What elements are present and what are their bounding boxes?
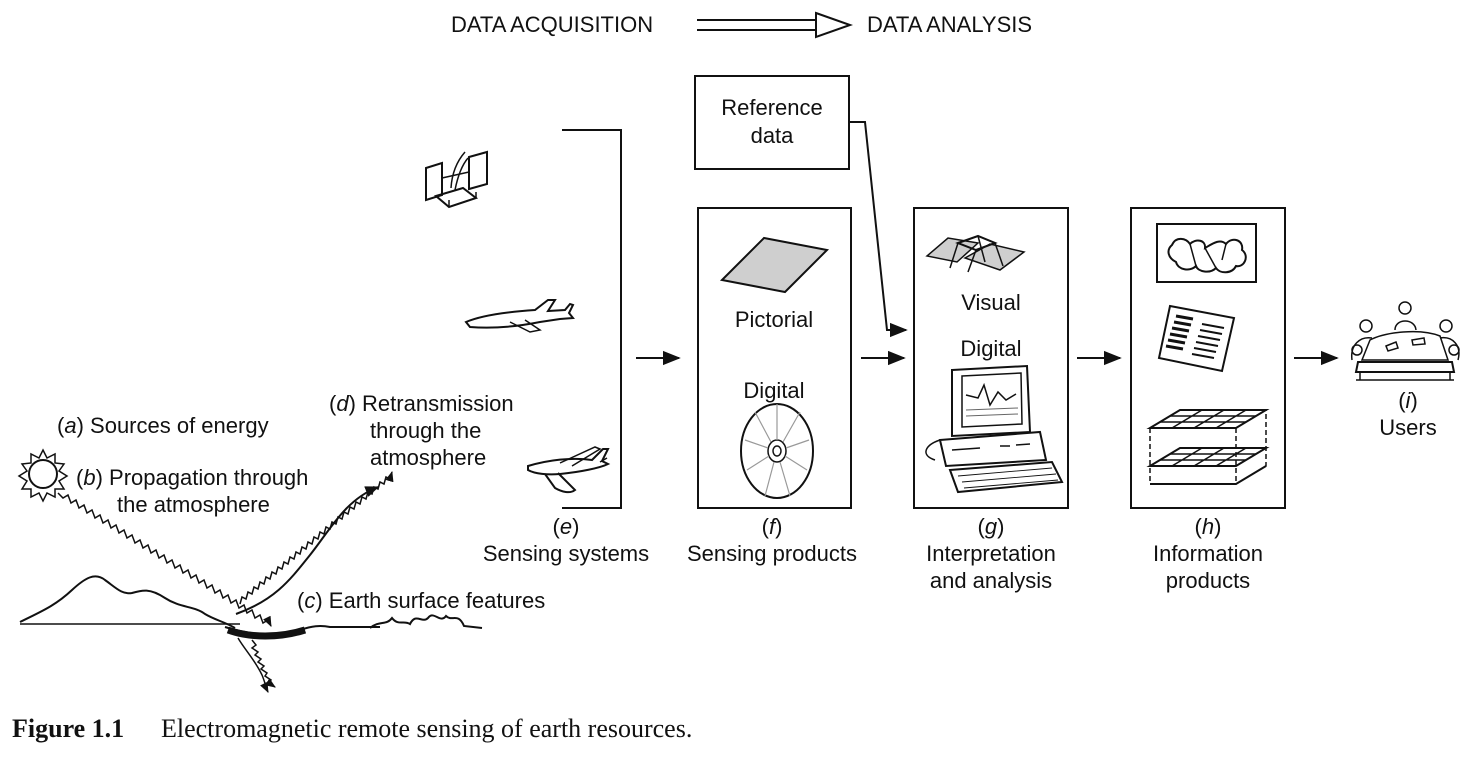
jet-airplane-icon	[464, 299, 575, 333]
arrow-reference-to-g	[850, 121, 908, 338]
f-label: Sensing products	[687, 541, 857, 566]
propeller-airplane-icon	[527, 446, 611, 494]
layered-grid-icon	[1146, 409, 1270, 485]
i-letter: (i)	[1398, 388, 1418, 413]
header-data-acquisition: DATA ACQUISITION	[451, 12, 653, 37]
reference-line1: Reference	[721, 95, 823, 120]
g-label-line2: and analysis	[930, 568, 1052, 593]
f-letter: (f)	[762, 514, 783, 539]
stereoscope-icon	[925, 234, 1026, 273]
interpretation-box	[913, 207, 1069, 509]
e-label: Sensing systems	[483, 541, 649, 566]
e-letter: (e)	[553, 514, 580, 539]
photo-print-icon	[719, 236, 830, 294]
g-label-line1: Interpretation	[926, 541, 1056, 566]
label-c: (c) Earth surface features	[297, 588, 545, 613]
satellite-icon	[425, 150, 488, 209]
energy-path-reflected	[235, 470, 394, 615]
h-letter: (h)	[1195, 514, 1222, 539]
terrain-icon	[19, 575, 483, 640]
g-item-digital: Digital	[960, 336, 1021, 361]
label-d-line2: through the	[370, 418, 481, 443]
caption-text: Electromagnetic remote sensing of earth …	[161, 714, 692, 743]
label-d-line3: atmosphere	[370, 445, 486, 470]
information-products-box	[1130, 207, 1286, 509]
reference-line2: data	[751, 123, 795, 148]
label-d-line1: (d) Retransmission	[329, 391, 514, 416]
label-b-line2: the atmosphere	[117, 492, 270, 517]
computer-workstation-icon	[925, 364, 1064, 494]
g-letter: (g)	[978, 514, 1005, 539]
sun-icon	[17, 448, 69, 503]
caption-number: Figure 1.1	[12, 714, 124, 743]
energy-path-incoming	[57, 492, 272, 627]
header-double-arrow	[697, 11, 854, 39]
h-label-line2: products	[1166, 568, 1250, 593]
reference-data-box	[694, 75, 850, 170]
i-label: Users	[1379, 415, 1436, 440]
data-sheet-icon	[1157, 304, 1236, 373]
users-meeting-icon	[1351, 301, 1460, 381]
label-b-line1: (b) Propagation through	[76, 465, 308, 490]
map-icon	[1156, 223, 1257, 283]
h-label-line1: Information	[1153, 541, 1263, 566]
energy-path-transmitted	[237, 637, 276, 693]
f-item-pictorial: Pictorial	[735, 307, 813, 332]
g-item-visual: Visual	[961, 290, 1021, 315]
f-item-digital: Digital	[743, 378, 804, 403]
header-data-analysis: DATA ANALYSIS	[867, 12, 1032, 37]
sensing-products-box	[697, 207, 852, 509]
sensing-systems-bracket	[562, 129, 622, 509]
label-a: (a) Sources of energy	[57, 413, 269, 438]
compact-disc-icon	[740, 403, 814, 499]
